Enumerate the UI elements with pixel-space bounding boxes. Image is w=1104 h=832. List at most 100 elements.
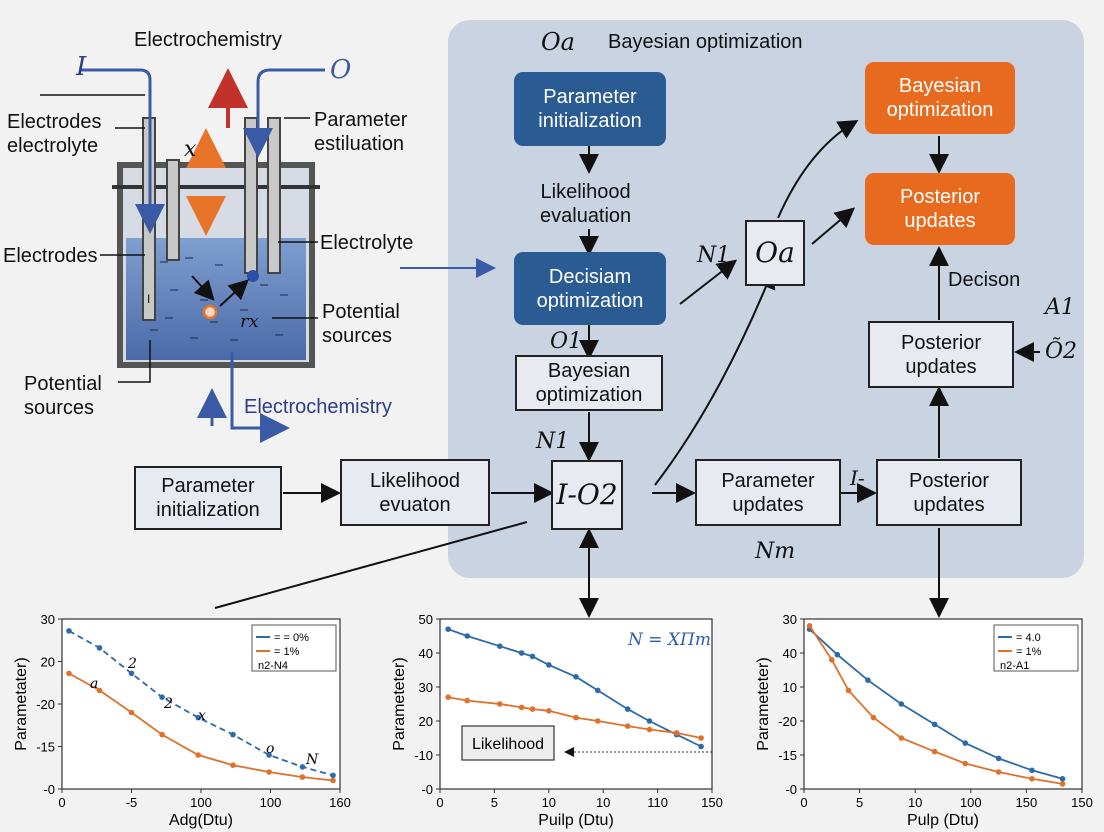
chart-0-series-1-point <box>96 687 103 694</box>
electrodes-electrolyte-label: Electrodes electrolyte <box>7 111 102 157</box>
parameter-updates-box[interactable]: Parameter updates <box>695 459 841 526</box>
chart-1-series-0-point <box>518 650 525 656</box>
chart-0-series-1-point <box>159 731 165 738</box>
chart-0-annotation: a <box>90 676 98 692</box>
chart-1-series-1-point <box>573 714 579 721</box>
parameter-initialization-bottom-box[interactable]: Parameter initialization <box>134 466 282 530</box>
rx-label: rx <box>240 311 259 332</box>
chart-2-series-0-point <box>1059 776 1066 782</box>
chart-2-series-1-point <box>1029 776 1035 782</box>
output-arrow <box>243 68 325 158</box>
chart-0-xtick-label: 100 <box>190 795 212 810</box>
chart-0-annotation: x <box>198 708 206 724</box>
likelihood-bottom-box[interactable]: Likelihood evuaton <box>340 459 490 526</box>
bayesian-optimization-mid-box[interactable]: Bayesian optimization <box>515 355 663 411</box>
chart-1-series-1-point <box>646 726 653 733</box>
chart-1-ylabel: Parameteter) <box>391 657 408 750</box>
chart-2-xtick-label: 150 <box>1016 795 1038 810</box>
chart-0-series-0-point <box>66 628 72 634</box>
panel-title: Bayesian optimization <box>608 31 803 53</box>
posterior-updates-mid-box[interactable]: Posterior updates <box>868 321 1014 388</box>
chart-2-series-0-point <box>898 701 905 707</box>
chart-1-likelihood-label: Likelihood <box>472 736 544 753</box>
electrochemistry-arrow <box>230 352 290 443</box>
chart-0-legend-label: = = 0% <box>274 632 309 644</box>
i-small-label: I- <box>850 466 865 490</box>
chart-2-series-1-point <box>845 687 852 694</box>
liquid-dashes <box>150 257 288 341</box>
chart-1-frame <box>439 618 713 790</box>
chart-0-series-0-point <box>299 764 306 770</box>
chart-1-series-1-point <box>546 708 552 714</box>
chart-0-xtick-label: 0 <box>58 795 65 810</box>
chart-1-series-0-point <box>594 687 601 694</box>
chart-0-series-0-point <box>330 772 336 779</box>
chart-2-legend-label: = 1% <box>1016 646 1042 658</box>
n1-top-label: N1 <box>536 429 570 454</box>
chart-2-series-1-point <box>962 760 969 767</box>
chart-1-ytick-label: 20 <box>419 714 433 729</box>
chart-1-ytick-label: -0 <box>421 782 433 797</box>
chart-0-xlabel: Adg(Dtu) <box>169 812 233 829</box>
chart-2-series-1-point <box>870 714 877 721</box>
chart-0-annotation: N <box>305 752 319 768</box>
chart-1-series-1-point <box>624 723 631 729</box>
chart-0-xtick-label: 100 <box>260 795 282 810</box>
chart-1-series-0-point <box>464 633 471 639</box>
oa-box[interactable]: Oa <box>745 220 805 286</box>
chart-2-xlabel: Pulp (Dtu) <box>907 812 979 829</box>
electrolyte-label: Electrolyte <box>320 232 414 254</box>
chart-1-series-1-point <box>518 704 525 711</box>
chart-0-series-0-point <box>230 731 236 738</box>
chart-0-series-1-point <box>266 769 272 775</box>
chart-1-ytick-label: 40 <box>419 646 433 661</box>
chart-2-ytick-label: -0 <box>785 782 797 797</box>
chart-1-series-1-point <box>464 697 471 704</box>
cell-title: Electrochemistry <box>134 29 282 51</box>
n1-mid-label: N1 <box>697 243 731 268</box>
chart-2-ytick-label: 30 <box>783 612 797 627</box>
chart-1-xtick-label: 110 <box>647 795 668 810</box>
decision-optimization-box[interactable]: Decisiam optimization <box>514 252 666 325</box>
chart-0-legend-label: n2-N4 <box>258 660 288 672</box>
chart-1-xtick-label: 5 <box>491 795 498 810</box>
chart-2-series-0-point <box>962 740 969 746</box>
chart-2-series-1-point <box>1059 781 1066 787</box>
chart-0-series-0-point <box>128 670 135 677</box>
bayesian-optimization-orange-box[interactable]: Bayesian optimization <box>865 62 1015 134</box>
chart-0-xtick-label: -5 <box>126 795 138 810</box>
chart-2-ytick-label: 10 <box>783 680 797 695</box>
chart-0-series-0-point <box>96 645 103 651</box>
chart-1-annotation: N = XΠm <box>627 630 711 650</box>
chart-0-series-1-point <box>299 774 306 780</box>
chart-0-ytick-label: -15 <box>36 740 55 755</box>
chart-0-ylabel: Parametater) <box>13 657 30 750</box>
chart-1-series-0-point <box>445 626 451 632</box>
chart-1-xtick-label: 0 <box>436 795 443 810</box>
chart-1-series-1-point <box>497 701 503 707</box>
chart-2-series-0-point <box>1029 767 1035 774</box>
chart-0-series-1-point <box>330 777 336 784</box>
posterior-bottom-box[interactable]: Posterior updates <box>876 459 1022 526</box>
chart-2-ytick-label: -20 <box>778 714 797 729</box>
chart-1-series-0-point <box>529 653 536 660</box>
chart-1-ytick-label: 30 <box>419 680 433 695</box>
chart-0-series-1-point <box>128 709 135 716</box>
chart-1-series-0-point <box>546 662 552 668</box>
chart-1-series-0-point <box>698 743 704 750</box>
chart-2-xtick-label: 100 <box>960 795 982 810</box>
chart-0-series-0-point <box>266 752 272 758</box>
chart-0-series-1-point <box>66 670 72 677</box>
chart-1-series-0-point <box>624 706 631 712</box>
chart-2-xtick-label: 5 <box>856 795 863 810</box>
particle-orange <box>202 304 218 320</box>
potential-sources-right-label: Potential sources <box>322 301 400 347</box>
chart-2-series-1-line <box>808 625 1063 785</box>
a1-label: A1 <box>1045 295 1075 320</box>
posterior-updates-orange-box[interactable]: Posterior updates <box>865 173 1015 245</box>
parameter-initialization-top-box[interactable]: Parameter initialization <box>514 72 666 146</box>
likelihood-evaluation-label: Likelihood evaluation <box>540 181 632 227</box>
center-node-box[interactable]: I-O2 <box>551 460 623 530</box>
